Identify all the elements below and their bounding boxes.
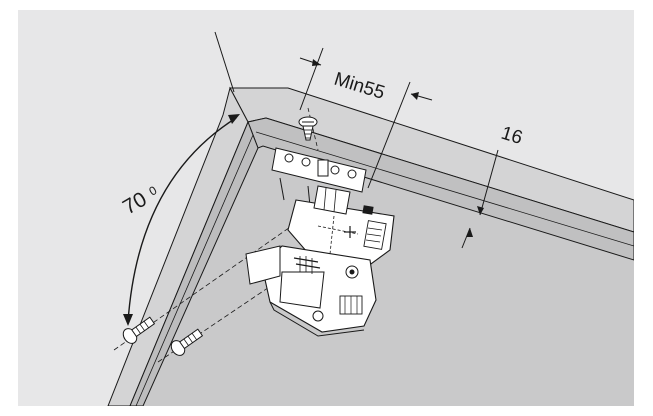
- angle-unit-label: 0: [147, 183, 160, 199]
- screw-axis-top: [307, 107, 319, 151]
- min-width-arrow-left: [312, 59, 321, 66]
- hinge-mounting-diagram: Min55 16 70 0: [107, 31, 634, 406]
- top-screw-icon: [298, 116, 318, 141]
- opening-angle-arc: [127, 117, 237, 323]
- left-screw-lower-icon: [170, 328, 204, 356]
- diagram-panel: Min55 16 70 0: [18, 10, 634, 406]
- min-width-extension-right: [367, 81, 411, 189]
- thickness-arrow-top: [477, 206, 484, 215]
- screw-axis-upper: [113, 215, 307, 351]
- min-width-extension-left: [299, 47, 324, 111]
- front-panel-edge-line: [135, 134, 254, 406]
- dimension-extension-line-corner: [214, 31, 235, 93]
- side-panel-edge-line: [255, 131, 634, 247]
- thickness-arrow-bottom: [466, 228, 473, 237]
- angle-arrow-top: [228, 114, 240, 124]
- angle-label: 70: [119, 188, 151, 220]
- left-screw-upper-icon: [122, 316, 156, 344]
- min-width-label: Min55: [332, 69, 388, 104]
- thickness-dim-line-top: [479, 149, 499, 216]
- cabinet-inner-surface: [143, 146, 634, 406]
- min-width-arrow-right: [411, 92, 419, 100]
- angle-arrow-bottom: [123, 314, 133, 326]
- thickness-label: 16: [499, 123, 525, 149]
- hinge-cup: [245, 245, 377, 337]
